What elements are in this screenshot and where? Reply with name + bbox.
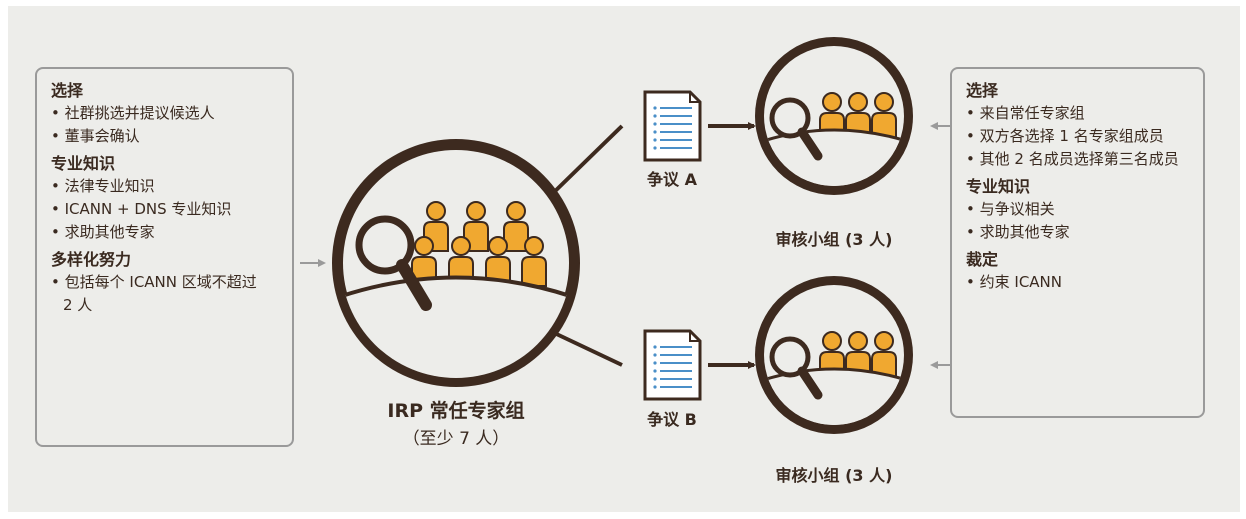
standing-panel-circle bbox=[332, 139, 580, 387]
left-item-icann-dns-expertise: ICANN + DNS 专业知识 bbox=[51, 198, 292, 221]
review-panel-circle-top bbox=[755, 37, 913, 195]
left-heading-expertise: 专业知识 bbox=[51, 154, 116, 173]
connector-to-dispute-a bbox=[546, 124, 624, 200]
standing-panel-info-box: 选择 社群挑选并提议候选人 董事会确认 专业知识 法律专业知识 ICANN + … bbox=[35, 67, 294, 447]
connector-to-dispute-b bbox=[547, 328, 623, 367]
right-heading-selection: 选择 bbox=[966, 81, 999, 100]
right-section-expertise: 专业知识 与争议相关 求助其他专家 bbox=[966, 175, 1203, 244]
right-heading-ruling: 裁定 bbox=[966, 250, 999, 269]
dispute-a-label: 争议 A bbox=[647, 170, 697, 189]
left-item-region-limit: 包括每个 ICANN 区域不超过 2 人 bbox=[51, 271, 263, 317]
standing-panel-subtitle: （至少 7 人） bbox=[402, 429, 510, 449]
right-item-binding-icann: 约束 ICANN bbox=[966, 271, 1203, 294]
left-item-legal-expertise: 法律专业知识 bbox=[51, 175, 292, 198]
review-panel-info-box: 选择 来自常任专家组 双方各选择 1 名专家组成员 其他 2 名成员选择第三名成… bbox=[950, 67, 1205, 418]
right-section-ruling: 裁定 约束 ICANN bbox=[966, 248, 1203, 294]
left-heading-diversity: 多样化努力 bbox=[51, 250, 132, 269]
right-section-selection: 选择 来自常任专家组 双方各选择 1 名专家组成员 其他 2 名成员选择第三名成… bbox=[966, 79, 1203, 171]
standing-panel-title: IRP 常任专家组 bbox=[387, 400, 525, 422]
left-section-diversity: 多样化努力 包括每个 ICANN 区域不超过 2 人 bbox=[51, 248, 292, 317]
right-item-other-experts: 求助其他专家 bbox=[966, 221, 1203, 244]
left-section-expertise: 专业知识 法律专业知识 ICANN + DNS 专业知识 求助其他专家 bbox=[51, 152, 292, 244]
left-section-selection: 选择 社群挑选并提议候选人 董事会确认 bbox=[51, 79, 292, 148]
review-panel-bottom-label: 审核小组 (3 人) bbox=[775, 466, 893, 485]
left-heading-selection: 选择 bbox=[51, 81, 84, 100]
left-item-community-nominates: 社群挑选并提议候选人 bbox=[51, 102, 292, 125]
right-heading-expertise: 专业知识 bbox=[966, 177, 1031, 196]
right-item-from-standing-panel: 来自常任专家组 bbox=[966, 102, 1203, 125]
document-icon-dispute-a bbox=[643, 90, 702, 162]
left-item-other-experts: 求助其他专家 bbox=[51, 221, 292, 244]
right-item-third-member: 其他 2 名成员选择第三名成员 bbox=[966, 148, 1193, 171]
magnifier-icon bbox=[769, 97, 823, 161]
left-item-board-confirms: 董事会确认 bbox=[51, 125, 292, 148]
review-panel-circle-bottom bbox=[755, 276, 913, 434]
document-icon-dispute-b bbox=[643, 329, 702, 401]
right-item-dispute-relevant: 与争议相关 bbox=[966, 198, 1203, 221]
magnifier-icon bbox=[355, 215, 432, 311]
dispute-b-label: 争议 B bbox=[647, 410, 697, 429]
magnifier-icon bbox=[769, 336, 823, 400]
review-panel-top-label: 审核小组 (3 人) bbox=[775, 230, 893, 249]
right-item-each-party-selects: 双方各选择 1 名专家组成员 bbox=[966, 125, 1193, 148]
